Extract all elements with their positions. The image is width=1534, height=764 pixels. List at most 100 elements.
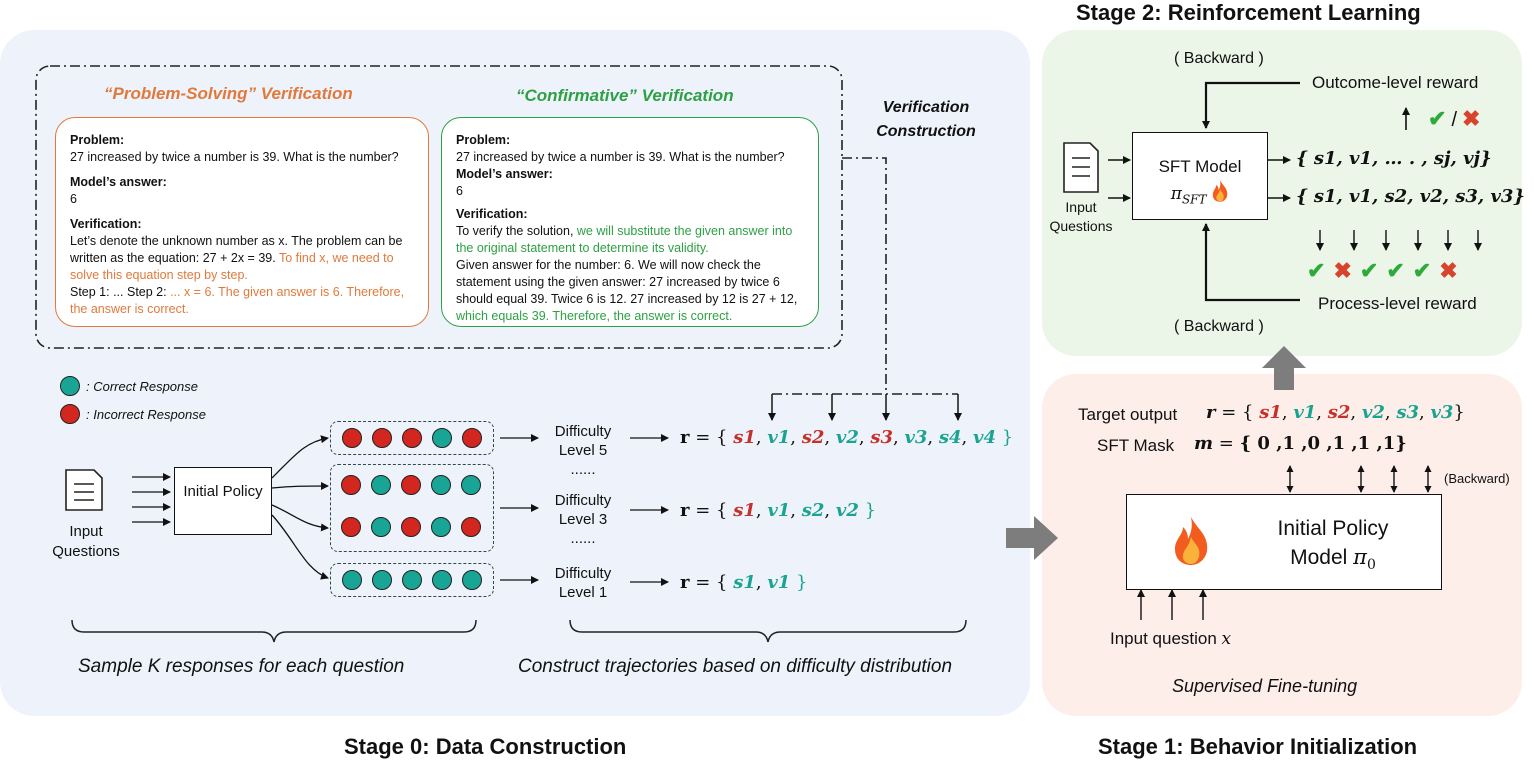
- ps-problem: 27 increased by twice a number is 39. Wh…: [70, 150, 399, 164]
- model-line1: Initial Policy: [1277, 517, 1389, 540]
- response-dot-incorrect: [401, 475, 421, 495]
- document-icon: [65, 469, 103, 511]
- dot-row-level3b: [336, 517, 486, 537]
- stage2-input-questions-label: Input Questions: [1049, 199, 1113, 234]
- response-dot-incorrect: [401, 517, 421, 537]
- response-dot-correct: [371, 517, 391, 537]
- response-dot-correct: [402, 570, 422, 590]
- response-dot-correct: [432, 428, 452, 448]
- difficulty-level3: Difficulty Level 3 ......: [540, 491, 626, 548]
- stage2-panel: [1042, 30, 1522, 356]
- level5-label: Level 5: [558, 442, 608, 459]
- response-dot-correct: [371, 475, 391, 495]
- cf-problem-label: Problem:: [456, 133, 511, 147]
- sft-mask-label: SFT Mask: [1097, 436, 1175, 455]
- sft-model-box: SFT Model πSFT: [1132, 132, 1268, 220]
- trajectory-level5: r = { s1, v1, s2, v2, s3, v3, s4, v4 }: [680, 427, 1014, 448]
- verification-frame: [35, 65, 843, 349]
- difficulty-word: Difficulty: [554, 423, 612, 440]
- ps-title: “Problem-Solving” Verification: [104, 84, 353, 103]
- confirmative-card: Problem: 27 increased by twice a number …: [441, 117, 819, 327]
- trajectory-level1: r = { s1, v1 }: [680, 572, 808, 593]
- stage2-backward-top: ( Backward ): [1174, 50, 1264, 67]
- outcome-marks: ✔/✖: [1428, 106, 1481, 131]
- legend-incorrect-dot: [60, 404, 80, 424]
- cf-answer: 6: [456, 184, 463, 198]
- process-marks: ✔✖✔✔✔✖: [1307, 258, 1458, 284]
- dots-sep: ......: [570, 530, 596, 547]
- response-dot-correct: [462, 570, 482, 590]
- target-output-formula: r = { s1, v1, s2, v2, s3, v3}: [1206, 402, 1465, 423]
- document-icon-stage2: [1063, 142, 1099, 193]
- sft-model-label: SFT Model: [1158, 157, 1242, 176]
- process-sequence: { s1, v1, s2, v2, s3, v3}: [1296, 186, 1526, 207]
- ps-v3: Step 1: ... Step 2:: [70, 285, 171, 299]
- verification-construction-label: Verification Construction: [876, 99, 976, 140]
- stage2-title: Stage 2: Reinforcement Learning: [1076, 0, 1421, 25]
- response-dot-correct: [431, 517, 451, 537]
- initial-policy-label: Initial Policy: [183, 483, 263, 500]
- construct-caption: Construct trajectories based on difficul…: [518, 656, 953, 677]
- difficulty-word: Difficulty: [554, 565, 612, 582]
- response-dot-correct: [432, 570, 452, 590]
- check-icon: ✔: [1359, 258, 1379, 283]
- construct-brace: [569, 619, 967, 643]
- response-dot-incorrect: [341, 475, 361, 495]
- ps-problem-label: Problem:: [70, 133, 125, 147]
- fire-icon-small: [1211, 179, 1229, 210]
- outcome-sequence: { s1, v1, … . , sj, vj}: [1296, 148, 1492, 169]
- response-dot-incorrect: [402, 428, 422, 448]
- legend-correct-dot: [60, 376, 80, 396]
- check-icon: ✔: [1386, 258, 1405, 283]
- response-dot-correct: [431, 475, 451, 495]
- response-dot-incorrect: [461, 517, 481, 537]
- target-output-label: Target output: [1078, 405, 1178, 424]
- stage0-to-stage1-arrow: [1006, 516, 1058, 560]
- problem-solving-card: Problem: 27 increased by twice a number …: [55, 117, 429, 327]
- legend-correct-label: : Correct Response: [86, 378, 198, 394]
- stage1-title: Stage 1: Behavior Initialization: [1098, 734, 1418, 759]
- outcome-reward-label: Outcome-level reward: [1312, 73, 1479, 92]
- cf-v3: Given answer for the number: 6. We will …: [456, 258, 798, 306]
- stage1-backward-label: (Backward): [1444, 471, 1510, 486]
- response-dot-incorrect: [341, 517, 361, 537]
- stage1-to-stage2-arrow: [1262, 346, 1306, 390]
- legend: : Correct Response : Incorrect Response: [60, 376, 206, 424]
- cf-v2: we will substitute the given answer into…: [456, 224, 793, 255]
- dot-group-level3: [330, 464, 494, 552]
- initial-policy-model-box: Initial Policy Model π0: [1126, 494, 1442, 590]
- response-dot-incorrect: [342, 428, 362, 448]
- check-icon: ✔: [1428, 106, 1447, 131]
- cf-v4: which equals 39. Therefore, the answer i…: [456, 309, 733, 323]
- cf-problem: 27 increased by twice a number is 39. Wh…: [456, 150, 785, 164]
- process-reward-label: Process-level reward: [1318, 294, 1477, 313]
- sample-brace: [71, 619, 477, 643]
- sft-mask-formula: m = { 0 ,1 ,0 ,1 ,1 ,1}: [1194, 433, 1407, 454]
- stage2-backward-bottom: ( Backward ): [1174, 318, 1264, 335]
- level3-label: Level 3: [558, 511, 608, 528]
- fire-icon: [1171, 515, 1211, 567]
- initial-policy-box: Initial Policy: [174, 467, 272, 535]
- model-line2: Model: [1290, 546, 1348, 569]
- cross-icon: ✖: [1439, 258, 1458, 283]
- ps-answer: 6: [70, 192, 77, 206]
- stage1-caption: Supervised Fine-tuning: [1172, 676, 1358, 696]
- response-dot-incorrect: [462, 428, 482, 448]
- ps-v2: To find x, we need to solve this equatio…: [70, 251, 394, 282]
- difficulty-word: Difficulty: [554, 492, 612, 509]
- level1-label: Level 1: [558, 584, 608, 601]
- ps-answer-label: Model’s answer:: [70, 175, 167, 189]
- ps-v4: ... x = 6. The given answer is 6. Theref…: [70, 285, 405, 316]
- stage0-title: Stage 0: Data Construction: [344, 734, 627, 759]
- ps-v1: Let’s denote the unknown number as x. Th…: [70, 234, 403, 265]
- response-dot-correct: [342, 570, 362, 590]
- legend-incorrect-label: : Incorrect Response: [86, 406, 206, 422]
- cf-verification-label: Verification:: [456, 207, 528, 221]
- sample-caption: Sample K responses for each question: [78, 656, 405, 677]
- check-icon: ✔: [1307, 258, 1326, 283]
- dot-row-level5: [330, 421, 494, 455]
- ps-verification-label: Verification:: [70, 217, 142, 231]
- response-dot-correct: [372, 570, 392, 590]
- dot-row-level3a: [336, 475, 486, 495]
